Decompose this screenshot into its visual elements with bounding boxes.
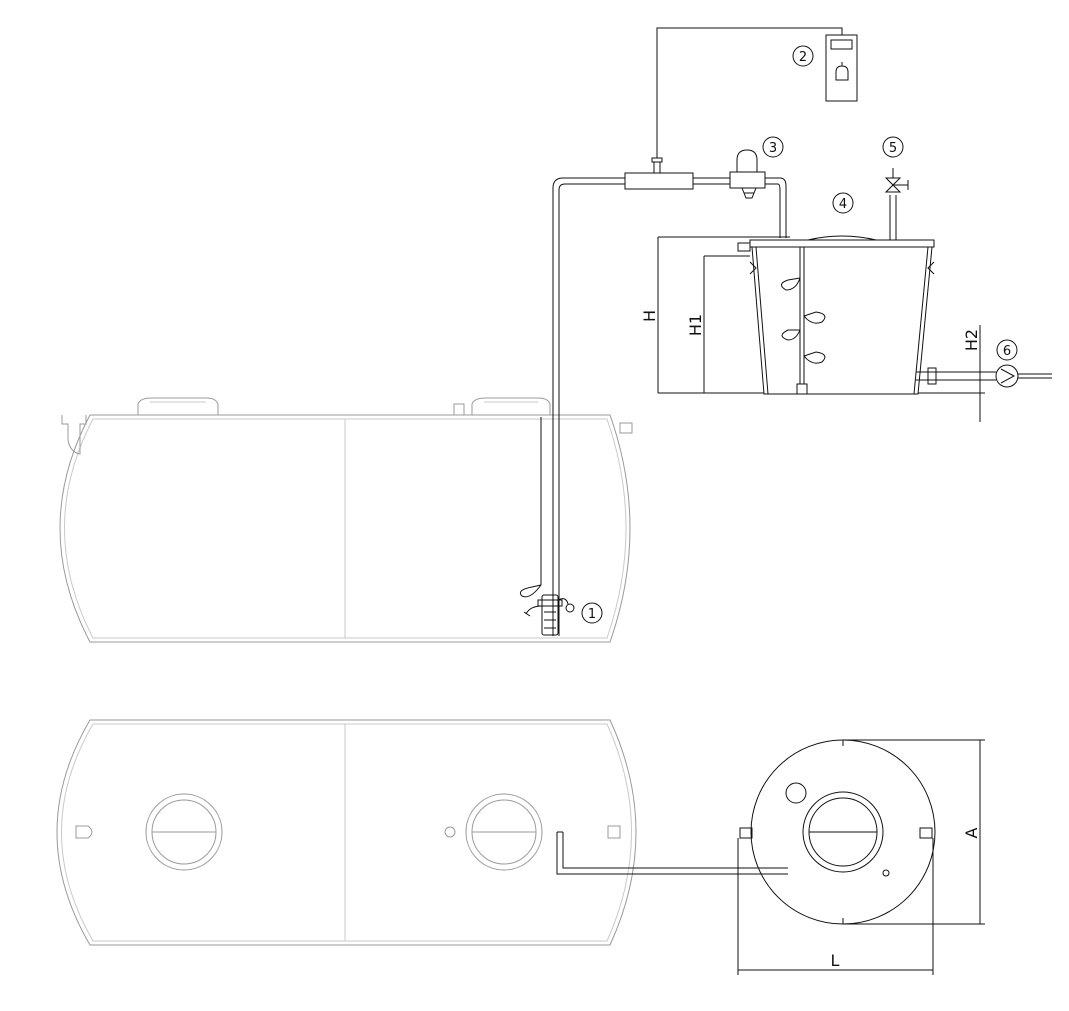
callout-1: 1 [581, 602, 603, 624]
callout-2: 2 [792, 45, 814, 67]
outlet-pipe [916, 367, 1052, 385]
callout-3-text: 3 [769, 141, 777, 156]
callout-1-text: 1 [588, 607, 596, 622]
day-tank [737, 235, 935, 395]
callout-4-text: 4 [839, 197, 847, 212]
dimension-h1-label: H1 [686, 314, 705, 336]
supply-pipe [552, 157, 787, 636]
vent-valve [884, 168, 909, 240]
day-tank-dimensions [657, 236, 985, 422]
dimension-l-label: L [831, 951, 840, 970]
day-tank-top-view [739, 739, 936, 925]
dimension-h-label: H [640, 310, 659, 322]
plan-connection-pipe [556, 831, 788, 875]
callout-5-text: 5 [889, 141, 897, 156]
submersible-pump [523, 594, 575, 636]
storage-tank-side-view [59, 397, 633, 643]
callout-2-text: 2 [799, 50, 807, 65]
plan-dimensions [737, 739, 985, 975]
outlet-pump [995, 364, 1019, 388]
storage-tank-top-view [56, 719, 637, 946]
callout-3: 3 [762, 136, 784, 158]
storage-float-switch [519, 417, 542, 598]
callout-6-text: 6 [1003, 344, 1011, 359]
callout-4: 4 [832, 192, 854, 214]
callout-6: 6 [996, 339, 1018, 361]
float-valve [729, 149, 766, 199]
dimension-h2-label: H2 [962, 329, 981, 351]
dimension-a-label: A [962, 827, 981, 838]
controller-cable [656, 27, 843, 158]
callout-5: 5 [882, 136, 904, 158]
controller-unit [825, 34, 858, 102]
